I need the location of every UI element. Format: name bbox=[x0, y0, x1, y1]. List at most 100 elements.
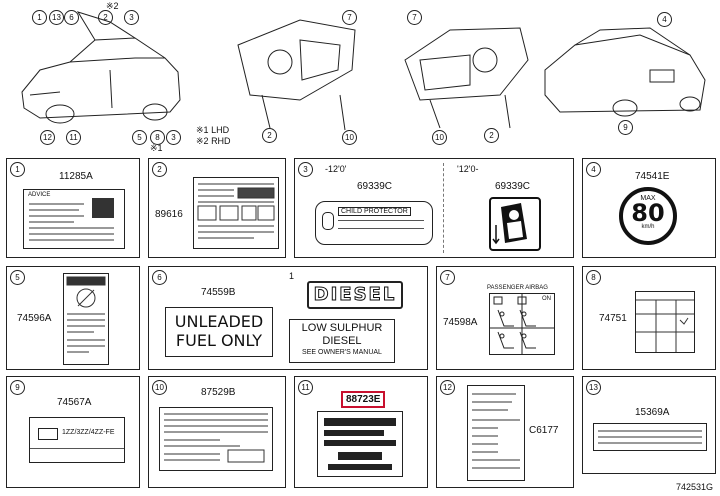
child-figure-icon bbox=[492, 203, 527, 245]
callout-dash-7: 7 bbox=[342, 10, 357, 25]
callout-dash-10: 10 bbox=[342, 130, 357, 145]
panel-number: 7 bbox=[440, 270, 455, 285]
panel-9: 9 74567A 1ZZ/3ZZ/4ZZ-FE bbox=[6, 376, 140, 488]
label-drawing bbox=[593, 423, 707, 451]
variant-part-2: 69339C bbox=[495, 181, 531, 192]
part-number: 87529B bbox=[201, 387, 236, 398]
label-lines bbox=[29, 198, 114, 241]
panel-13: 13 15369A bbox=[582, 376, 716, 474]
low-sulphur-label: LOW SULPHUR DIESEL SEE OWNER'S MANUAL bbox=[289, 319, 395, 363]
panel-number: 3 bbox=[298, 162, 313, 177]
part-number: C6177 bbox=[529, 425, 559, 436]
car-front-view bbox=[21, 11, 181, 124]
panel-number: 2 bbox=[152, 162, 167, 177]
panel-3: 3 -12'0' 69339C CHILD PROTECTOR '12'0- 6… bbox=[294, 158, 574, 258]
part-number: 74751 bbox=[599, 313, 627, 324]
diagram-code: 742531G bbox=[676, 482, 714, 492]
legend-text-1: LHD bbox=[211, 125, 230, 135]
panel-number: 1 bbox=[10, 162, 25, 177]
label-drawing bbox=[317, 411, 403, 477]
variant-range-1: -12'0' bbox=[325, 164, 347, 174]
label-drawing bbox=[635, 291, 695, 353]
part-number-highlighted: 88723E bbox=[341, 391, 386, 408]
callout-11: 11 bbox=[66, 130, 81, 145]
vehicle-overview-svg bbox=[21, 11, 706, 131]
airbag-label: ON bbox=[489, 293, 555, 355]
panel-mark: 1 bbox=[289, 271, 295, 281]
label-lines bbox=[472, 393, 520, 469]
top-illustrations: 1 13 6 2 3 ※2 12 11 5 8 3 ※1 ※1 LHD ※2 R… bbox=[0, 0, 720, 153]
panel-number: 10 bbox=[152, 380, 167, 395]
speed-max: MAX bbox=[640, 195, 656, 202]
panel-5: 5 74596A bbox=[6, 266, 140, 370]
panel-8: 8 74751 bbox=[582, 266, 716, 370]
callout-8: 8 bbox=[150, 130, 165, 145]
see-manual-text: SEE OWNER'S MANUAL bbox=[302, 349, 382, 356]
callout-6: 6 bbox=[64, 10, 79, 25]
part-number: 15369A bbox=[635, 407, 670, 418]
part-number: 74598A bbox=[443, 317, 478, 328]
note-mark-2: ※2 bbox=[106, 1, 119, 11]
child-protector-text: CHILD PROTECTOR bbox=[338, 207, 411, 216]
callout-1: 1 bbox=[32, 10, 47, 25]
label-drawing bbox=[467, 385, 525, 481]
panel-number: 6 bbox=[152, 270, 167, 285]
dashboard-lhd bbox=[237, 19, 356, 131]
panel-number: 13 bbox=[586, 380, 601, 395]
panel-7: 7 74598A PASSENGER AIRBAG ON bbox=[436, 266, 574, 370]
label-grid bbox=[636, 299, 694, 352]
low-sulphur-text: LOW SULPHUR bbox=[301, 322, 383, 334]
panel-2: 2 89616 bbox=[148, 158, 286, 258]
lock-icon bbox=[322, 212, 334, 230]
callout-dash-2: 2 bbox=[262, 128, 277, 143]
dashboard-rhd bbox=[404, 27, 529, 129]
diesel-label: DIESEL bbox=[307, 281, 403, 309]
callout-3b: 3 bbox=[166, 130, 181, 145]
diesel-text: DIESEL bbox=[313, 284, 397, 306]
divider bbox=[338, 228, 424, 229]
callout-rhd-10: 10 bbox=[432, 130, 447, 145]
callout-3: 3 bbox=[124, 10, 139, 25]
panel-6: 6 1 74559B UNLEADED FUEL ONLY DIESEL LOW… bbox=[148, 266, 428, 370]
engine-code-text: 1ZZ/3ZZ/4ZZ-FE bbox=[62, 429, 115, 436]
variant-separator bbox=[443, 163, 444, 253]
panel-10: 10 87529B bbox=[148, 376, 286, 488]
part-number: 74596A bbox=[17, 313, 52, 324]
variant-part-1: 69339C bbox=[357, 181, 393, 192]
diesel-sub-text: DIESEL bbox=[322, 335, 362, 347]
divider bbox=[30, 448, 124, 449]
label-drawing bbox=[63, 273, 109, 365]
speed-sign: MAX 80 km/h bbox=[619, 187, 677, 245]
legend-text-2: RHD bbox=[211, 136, 231, 146]
callout-13: 13 bbox=[49, 10, 64, 25]
panel-4: 4 74541E MAX 80 km/h bbox=[582, 158, 716, 258]
speed-value: 80 bbox=[631, 199, 665, 227]
airbag-title: PASSENGER AIRBAG bbox=[487, 285, 548, 291]
panel-1: 1 11285A ADVICE bbox=[6, 158, 140, 258]
speed-unit: km/h bbox=[641, 224, 655, 230]
unleaded-label: UNLEADED FUEL ONLY bbox=[165, 307, 273, 357]
part-number: 74567A bbox=[57, 397, 92, 408]
callout-rear-4: 4 bbox=[657, 12, 672, 27]
callout-12: 12 bbox=[40, 130, 55, 145]
part-number: 89616 bbox=[155, 209, 183, 220]
label-lines bbox=[164, 413, 268, 463]
callout-2: 2 bbox=[98, 10, 113, 25]
label-drawing bbox=[193, 177, 279, 249]
child-protector-label: CHILD PROTECTOR bbox=[315, 201, 433, 245]
unleaded-text: UNLEADED bbox=[174, 312, 264, 331]
callout-rear-9: 9 bbox=[618, 120, 633, 135]
panel-number: 8 bbox=[586, 270, 601, 285]
airbag-seat-icons bbox=[490, 294, 554, 354]
legend: ※1 LHD ※2 RHD bbox=[196, 125, 231, 147]
variant-range-2: '12'0- bbox=[457, 164, 479, 174]
label-text-blocks bbox=[324, 418, 396, 470]
panel-11: 11 88723E bbox=[294, 376, 428, 488]
panel-12: 12 C6177 bbox=[436, 376, 574, 488]
panel-number: 4 bbox=[586, 162, 601, 177]
label-drawing bbox=[159, 407, 273, 471]
label-lines bbox=[66, 276, 106, 353]
legend-mark-2: ※2 bbox=[196, 136, 209, 146]
callout-5: 5 bbox=[132, 130, 147, 145]
child-seat-icon bbox=[489, 197, 541, 251]
